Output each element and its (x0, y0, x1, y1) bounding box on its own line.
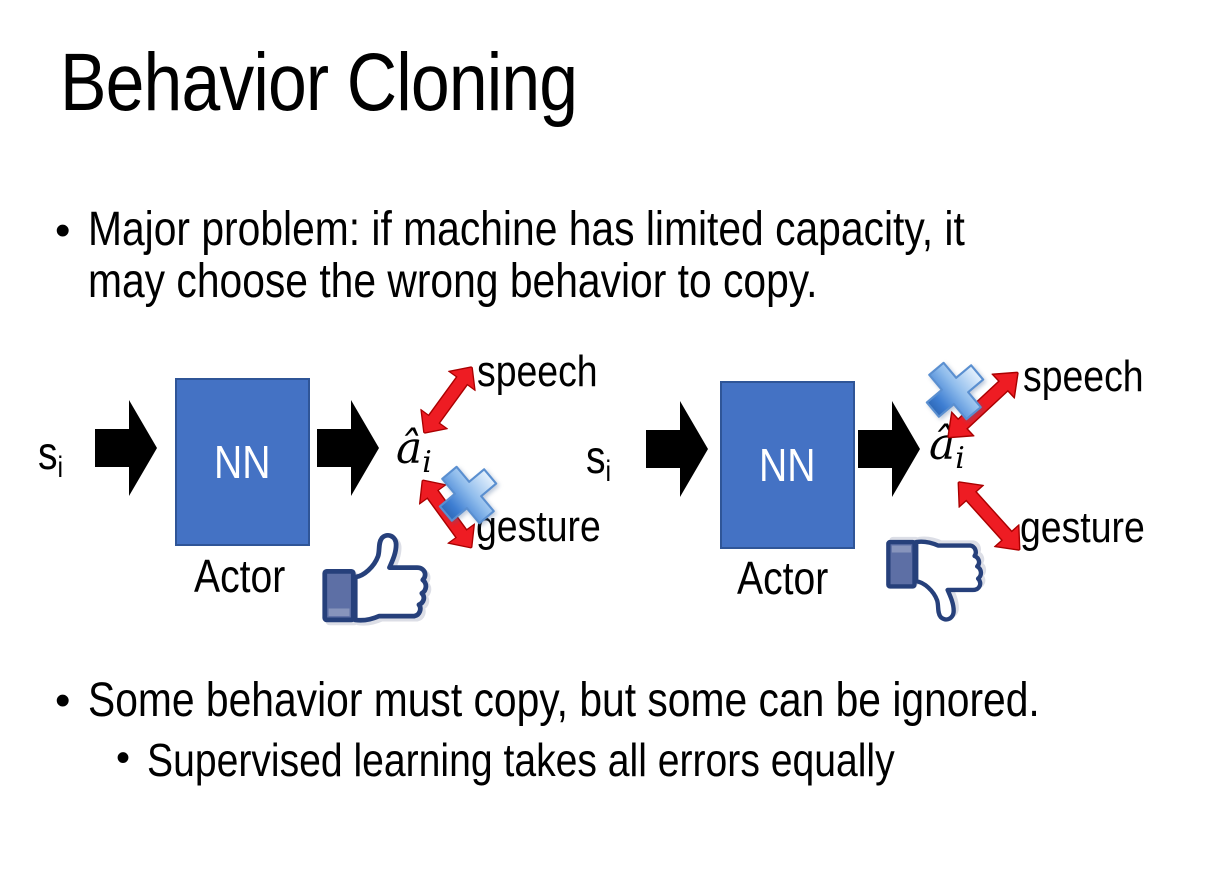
double-arrow-speech-icon (410, 357, 486, 443)
bullet-some-behavior: Some behavior must copy, but some can be… (88, 674, 1040, 727)
flow-arrow-icon (95, 400, 157, 496)
state-label-left: si (38, 427, 64, 485)
nn-box-right: NN (720, 381, 855, 549)
bullet-marker: • (116, 736, 131, 780)
action-label-left: âi (396, 423, 432, 480)
flow-arrow-icon (858, 401, 920, 497)
thumbs-down-icon (886, 539, 984, 622)
speech-label-left: speech (477, 347, 598, 396)
double-arrow-gesture-icon (946, 470, 1033, 561)
cross-out-icon (925, 361, 985, 421)
speech-label-right: speech (1023, 352, 1144, 401)
flow-arrow-icon (646, 401, 708, 497)
state-label-right: si (586, 431, 612, 489)
thumbs-up-icon (322, 533, 429, 623)
nn-box-left: NN (175, 378, 310, 546)
actor-caption-left: Actor (194, 550, 286, 602)
actor-caption-right: Actor (737, 552, 829, 604)
page-title: Behavior Cloning (60, 37, 578, 128)
gesture-label-right: gesture (1020, 503, 1145, 552)
gesture-label-left: gesture (476, 502, 601, 551)
bullet-major-problem-line1: Major problem: if machine has limited ca… (88, 203, 965, 256)
flow-arrow-icon (317, 400, 379, 496)
double-arrow-speech-icon (936, 360, 1029, 450)
bullet-marker: • (55, 206, 71, 255)
bullet-major-problem-line2: may choose the wrong behavior to copy. (88, 255, 818, 308)
bullet-marker: • (55, 676, 71, 725)
cross-out-icon (438, 465, 498, 525)
bullet-supervised-learning: Supervised learning takes all errors equ… (147, 734, 895, 786)
